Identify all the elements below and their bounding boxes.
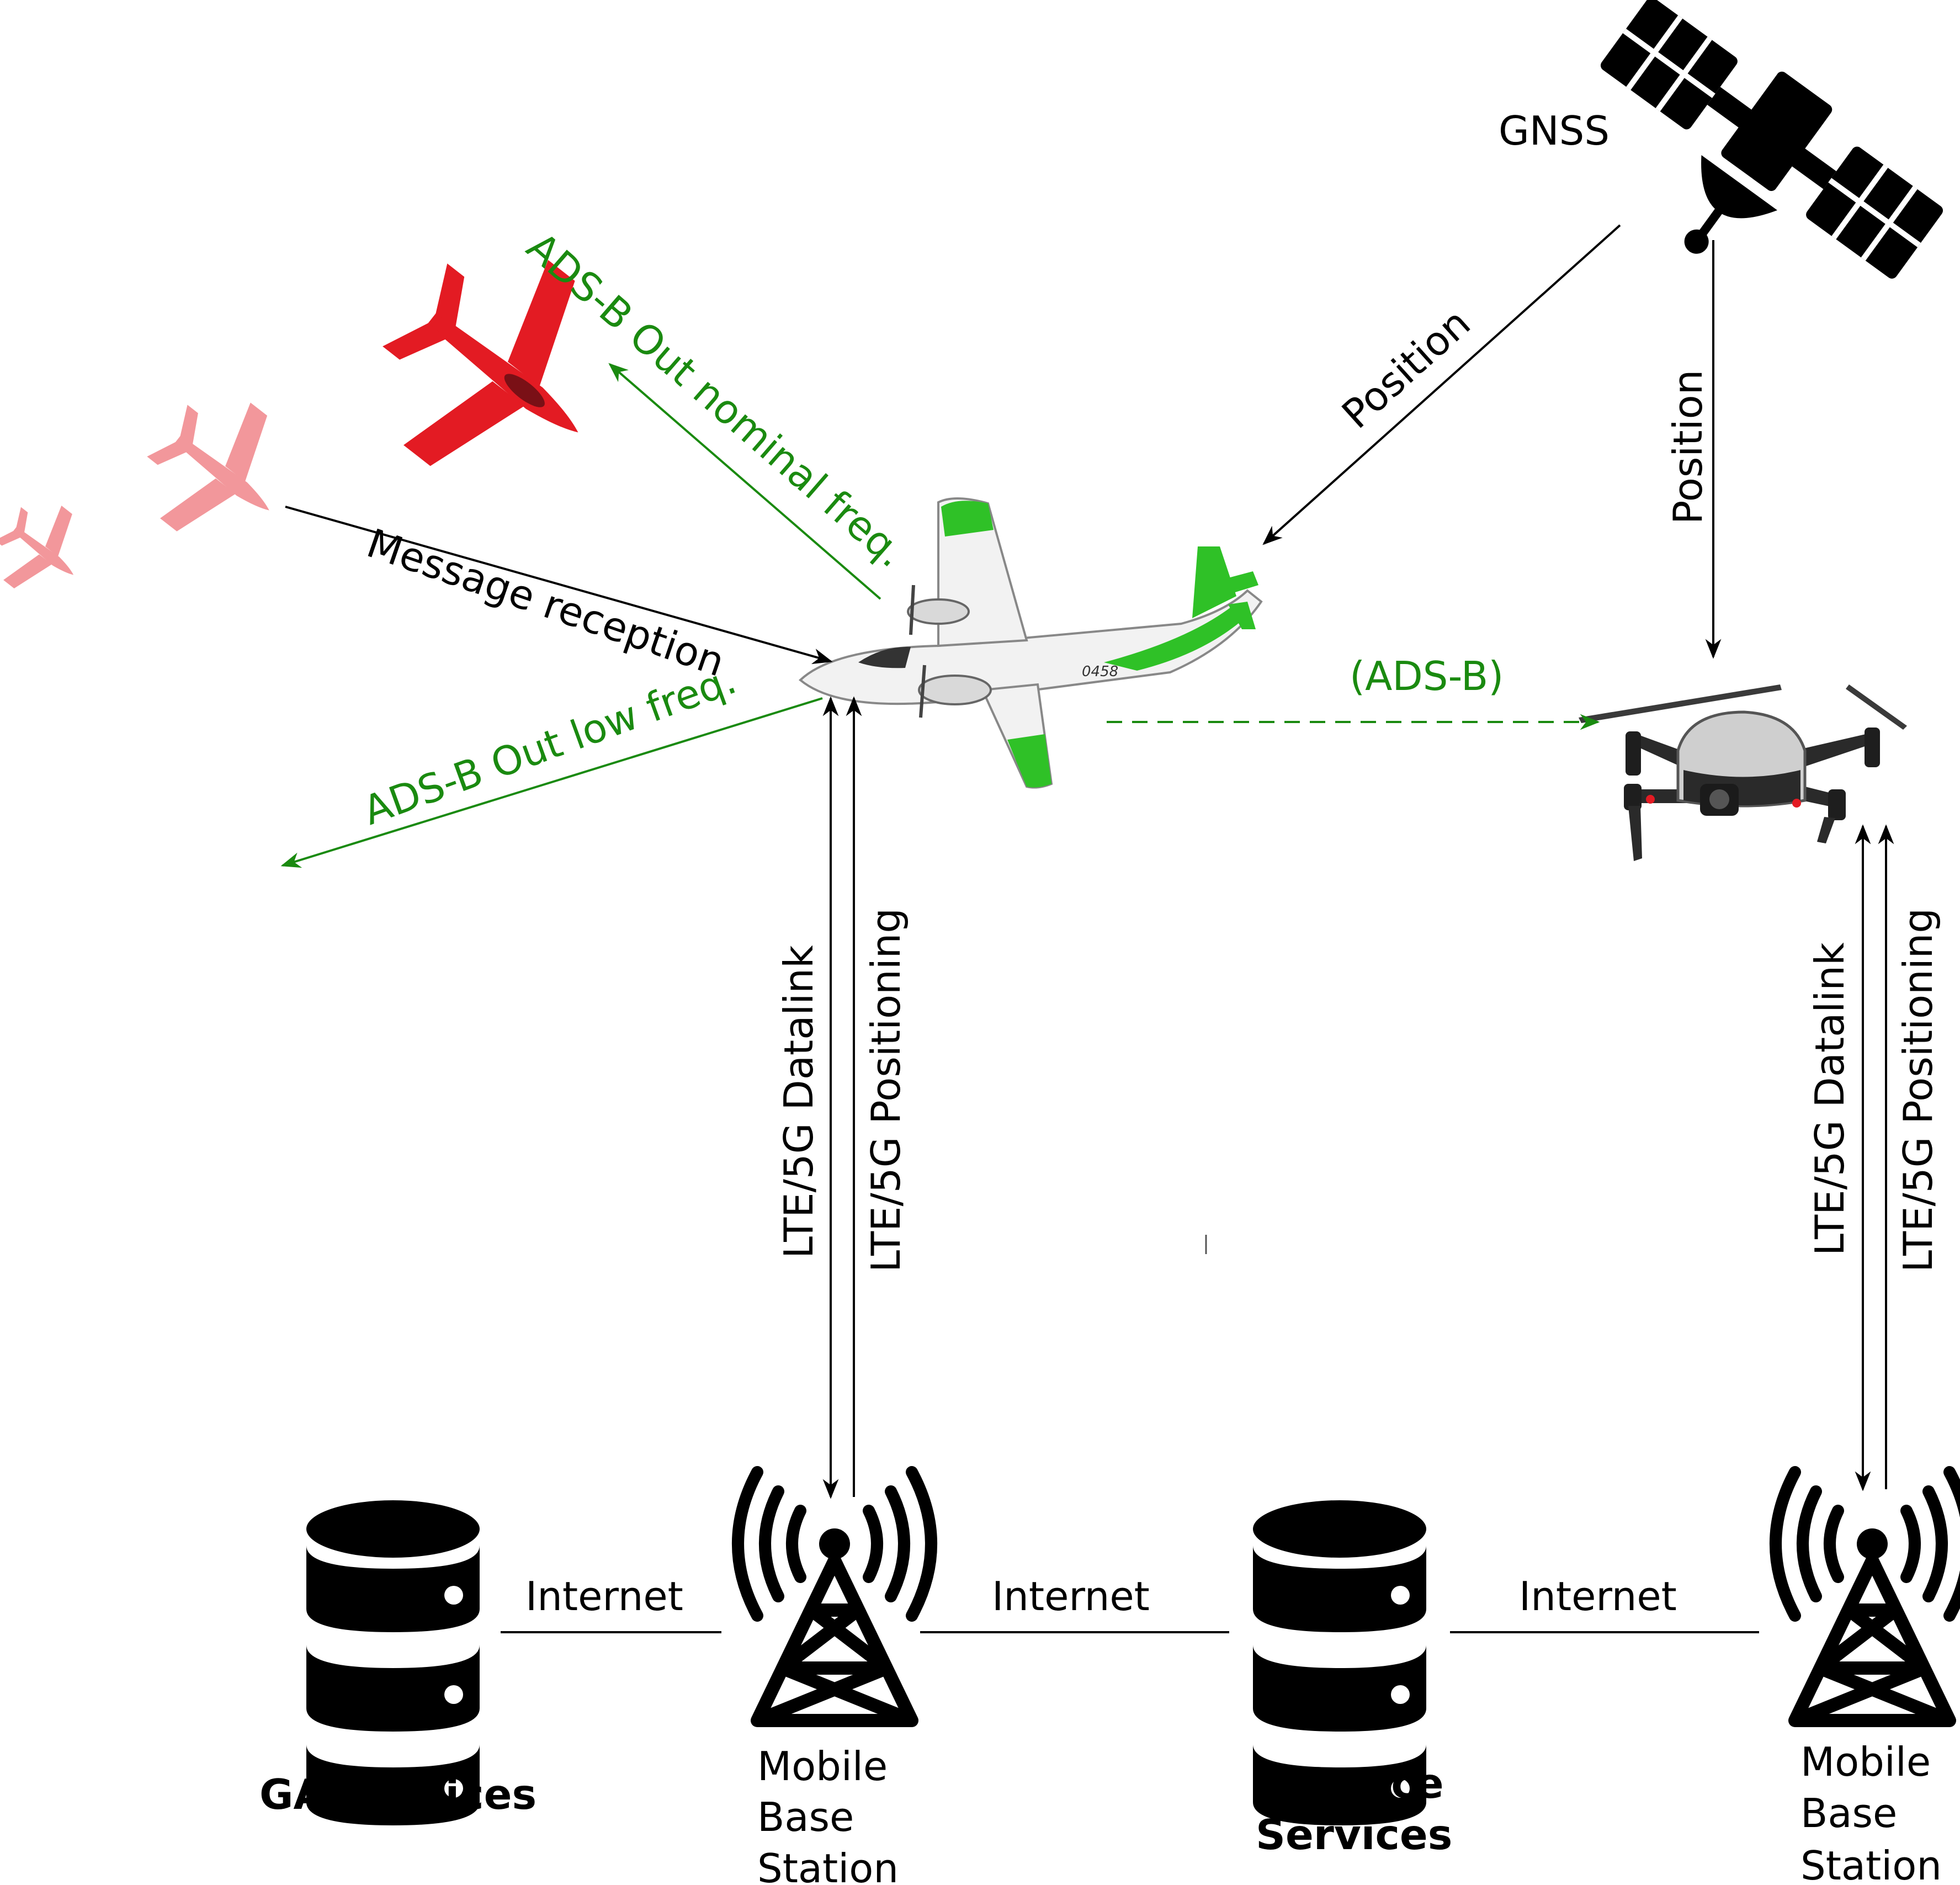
satellite-icon xyxy=(1600,0,1943,279)
ga-services-label: GA Services xyxy=(259,1770,537,1819)
uspace-services-label-line1: U Space xyxy=(1256,1759,1444,1808)
gnss-drone-position-label: Position xyxy=(1665,370,1711,524)
internet-ga-label: Internet xyxy=(525,1573,683,1619)
adsb-drone-label: (ADS-B) xyxy=(1350,653,1504,699)
drone-datalink-label: LTE/5G Datalink xyxy=(1807,942,1853,1256)
base-station-right-line2: Base xyxy=(1800,1790,1897,1836)
ga-aircraft-trail-medium xyxy=(122,373,315,569)
message-reception-label: Message reception xyxy=(361,520,730,686)
base-station-right-icon xyxy=(1770,1466,1960,1727)
ownship-aircraft-icon: 0458 xyxy=(798,497,1263,789)
ga-aircraft-trail-small xyxy=(0,486,103,612)
base-station-right-line1: Mobile xyxy=(1800,1739,1931,1785)
aircraft-datalink-label: LTE/5G Datalink xyxy=(775,945,822,1259)
base-station-right-line3: Station xyxy=(1800,1842,1942,1885)
internet-right-label: Internet xyxy=(1519,1573,1677,1619)
adsb-nominal-label: ADS-B Out nominal freq. xyxy=(518,223,915,576)
adsb-low-label: ADS-B Out low freq. xyxy=(357,656,742,834)
ga-aircraft-icon xyxy=(342,212,651,525)
aircraft-registration: 0458 xyxy=(1082,663,1118,680)
drone-positioning-label: LTE/5G Positioning xyxy=(1895,908,1941,1272)
base-station-left-line1: Mobile xyxy=(757,1743,888,1790)
base-station-left-line3: Station xyxy=(757,1845,899,1885)
uspace-services-label-line2: Services xyxy=(1256,1810,1452,1859)
base-station-left-line2: Base xyxy=(757,1794,854,1840)
gnss-label: GNSS xyxy=(1499,108,1610,154)
drone-icon xyxy=(1579,684,1907,861)
internet-mid-label: Internet xyxy=(992,1573,1150,1619)
aircraft-positioning-label: LTE/5G Positioning xyxy=(863,908,909,1272)
base-station-left-icon xyxy=(732,1466,937,1727)
ga-services-database-icon xyxy=(306,1500,480,1825)
uspace-services-database-icon xyxy=(1253,1500,1426,1825)
